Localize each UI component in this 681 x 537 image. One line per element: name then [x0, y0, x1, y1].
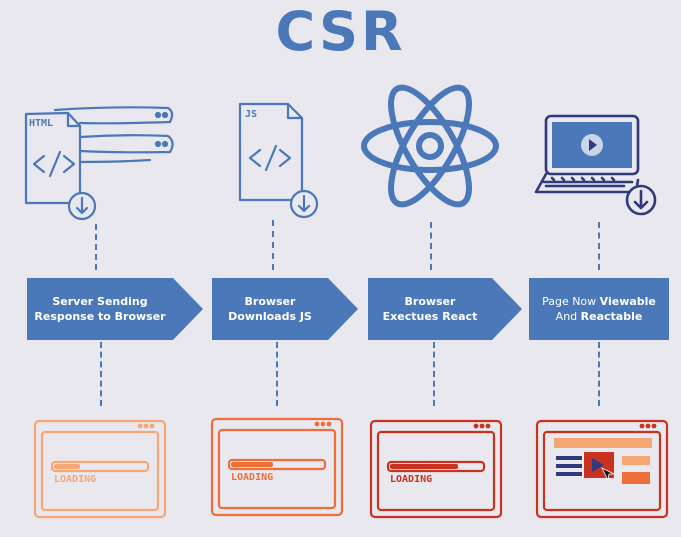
connector-line	[598, 222, 600, 270]
step-label-line1: Browser	[244, 295, 296, 308]
page-title: CSR	[275, 0, 406, 63]
loading-label: LOADING	[54, 474, 96, 485]
step-label-text: And	[555, 310, 581, 323]
browser-window-loading: LOADING	[33, 419, 167, 519]
step-label-emphasis: Viewable	[599, 295, 656, 308]
connector-line	[100, 342, 102, 406]
step-label-line1: Browser	[404, 295, 456, 308]
connector-line	[276, 342, 278, 406]
step-label-emphasis: Reactable	[580, 310, 643, 323]
html-label: HTML	[29, 118, 53, 129]
browser-window-loading: LOADING	[210, 417, 344, 517]
js-label: JS	[245, 109, 257, 120]
connector-line	[598, 342, 600, 406]
connector-line	[95, 224, 97, 270]
step-label-line1: Server Sending	[52, 295, 148, 308]
step-label-text: Page Now	[542, 295, 600, 308]
browser-window-loaded	[535, 419, 669, 519]
html-document-icon: HTML	[24, 106, 174, 221]
react-atom-icon	[361, 84, 499, 208]
step-label-line2: Exectues React	[382, 310, 478, 323]
loading-label: LOADING	[231, 472, 273, 483]
connector-line	[430, 222, 432, 270]
connector-line	[272, 220, 274, 270]
connector-line	[433, 342, 435, 406]
browser-window-loading: LOADING	[369, 419, 503, 519]
laptop-icon	[534, 114, 657, 216]
step-label-line2: Downloads JS	[228, 310, 312, 323]
js-file-icon: JS	[238, 102, 319, 219]
step-label-line2: Response to Browser	[34, 310, 166, 323]
loading-label: LOADING	[390, 474, 432, 485]
